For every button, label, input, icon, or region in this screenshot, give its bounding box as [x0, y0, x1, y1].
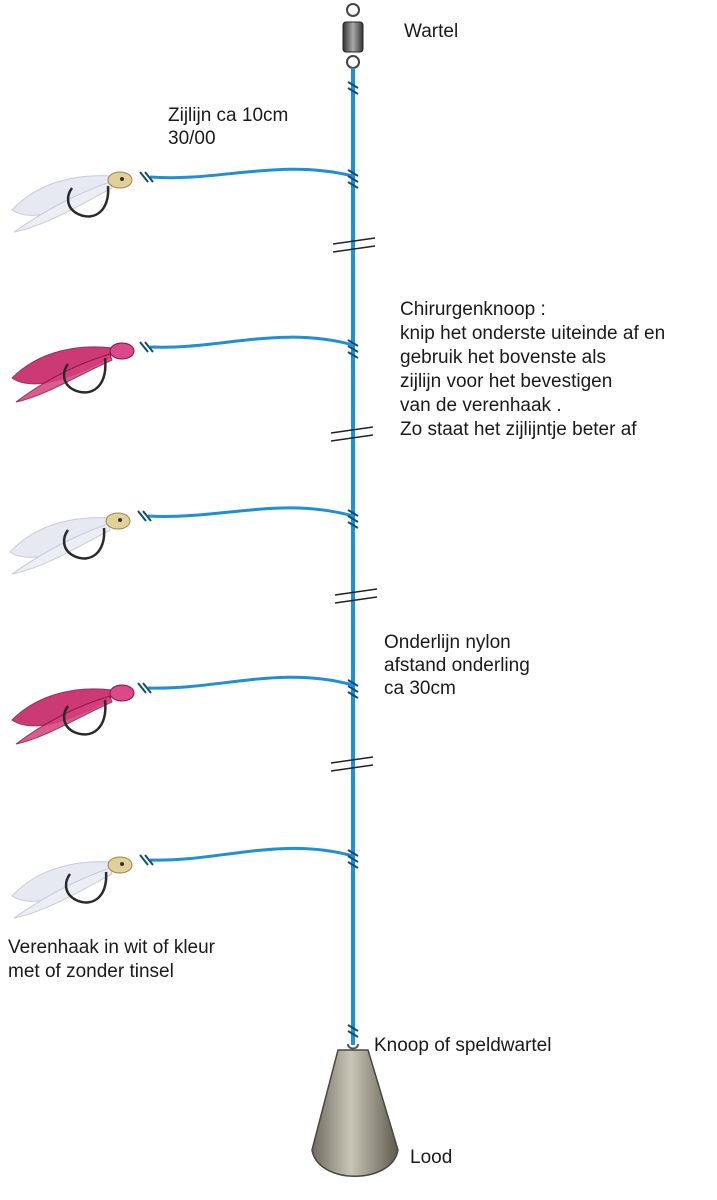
- lead-label: Lood: [410, 1147, 453, 1168]
- main-line-label: Onderlijn nylon afstand onderling ca 30c…: [384, 632, 530, 699]
- line-break-marks: [330, 237, 378, 772]
- knot-marks: [137, 81, 359, 1038]
- dropper-lines: [147, 167, 354, 862]
- swivel-icon: [342, 3, 364, 69]
- white-feather-hook-icon: [11, 856, 133, 919]
- white-feather-hook-icon: [9, 512, 131, 575]
- pink-feather-hook-icon: [11, 342, 135, 403]
- white-feather-hook-icon: [11, 171, 133, 233]
- surgeon-knot-label: Chirurgenknoop : knip het onderste uitei…: [400, 299, 666, 440]
- dropper-label: Zijlijn ca 10cm 30/00: [168, 105, 289, 149]
- pink-feather-hook-icon: [11, 684, 135, 745]
- lead-weight-icon: [311, 1043, 399, 1177]
- feather-hook-label: Verenhaak in wit of kleur met of zonder …: [8, 937, 216, 982]
- snap-swivel-label: Knoop of speldwartel: [374, 1035, 552, 1056]
- swivel-label: Wartel: [404, 21, 459, 42]
